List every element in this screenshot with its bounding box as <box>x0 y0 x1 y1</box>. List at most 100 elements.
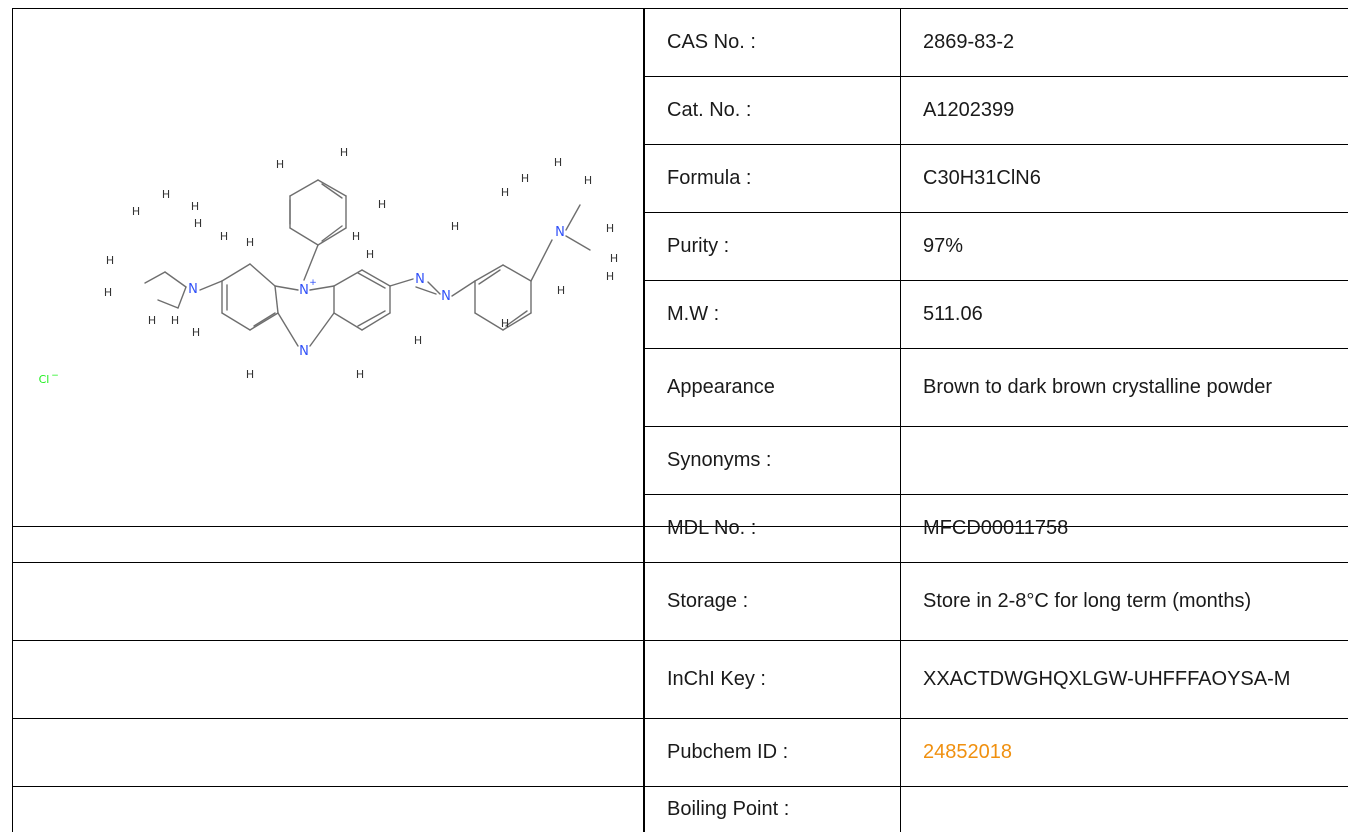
bond-line <box>303 244 319 281</box>
bond-line <box>274 285 279 314</box>
row-divider <box>645 426 1348 427</box>
atom-h: H <box>366 248 374 261</box>
atom-h: H <box>171 314 179 327</box>
row-value: 97% <box>923 235 964 257</box>
row-value: Brown to dark brown crystalline powder <box>923 376 1273 398</box>
atom-h: H <box>246 236 254 249</box>
bond-line <box>565 235 591 251</box>
label-cell: CAS No. : <box>645 8 900 76</box>
value-cell: 511.06 <box>901 280 1348 348</box>
value-cell: XXACTDWGHQXLGW-UHFFFAOYSA-M <box>901 640 1348 718</box>
value-cell <box>901 786 1348 832</box>
row-value: Store in 2-8°C for long term (months) <box>923 590 1252 612</box>
bond-line <box>309 285 335 291</box>
row-divider <box>645 280 1348 281</box>
row-label: Pubchem ID : <box>667 741 789 763</box>
atom-h: H <box>276 158 284 171</box>
bond-line <box>333 312 363 331</box>
atom-h: H <box>356 368 364 381</box>
value-cell: Store in 2-8°C for long term (months) <box>901 562 1348 640</box>
bond-line <box>321 183 343 199</box>
atom-h: H <box>501 317 509 330</box>
value-cell: C30H31ClN6 <box>901 144 1348 212</box>
row-value: MFCD00011758 <box>923 517 1069 539</box>
atom-h: H <box>554 156 562 169</box>
label-cell: Pubchem ID : <box>645 718 900 786</box>
label-cell: MDL No. : <box>645 494 900 562</box>
row-divider <box>645 144 1348 145</box>
atom-h: H <box>606 222 614 235</box>
atom-n-right-amine: N <box>555 225 565 240</box>
atom-h: H <box>557 284 565 297</box>
label-cell: Storage : <box>645 562 900 640</box>
atom-h: H <box>451 220 459 233</box>
bond-line <box>474 264 504 282</box>
atom-h: H <box>192 326 200 339</box>
bond-line <box>357 272 386 289</box>
bond-line <box>289 227 319 246</box>
row-divider <box>12 786 1348 787</box>
value-cell: 97% <box>901 212 1348 280</box>
row-value: C30H31ClN6 <box>923 167 1041 189</box>
row-divider <box>645 348 1348 349</box>
bond-line <box>505 310 528 327</box>
row-value: 2869-83-2 <box>923 31 1015 53</box>
atom-h: H <box>132 205 140 218</box>
bond-line <box>478 269 501 285</box>
bond-line <box>221 263 251 282</box>
bond-line <box>199 280 223 291</box>
value-cell: 2869-83-2 <box>901 8 1348 76</box>
atom-h: H <box>352 230 360 243</box>
atom-h: H <box>246 368 254 381</box>
bond-line <box>451 280 476 297</box>
bond-line <box>361 269 391 287</box>
label-cell: Purity : <box>645 212 900 280</box>
atom-h: H <box>606 270 614 283</box>
atom-h: H <box>220 230 228 243</box>
bond-line <box>333 269 363 287</box>
atom-h: H <box>104 286 112 299</box>
value-cell: Brown to dark brown crystalline powder <box>901 348 1348 426</box>
atom-h: H <box>501 186 509 199</box>
table-border <box>12 8 1348 9</box>
label-cell: Cat. No. : <box>645 76 900 144</box>
value-cell: 24852018 <box>901 718 1348 786</box>
table-border <box>643 8 645 832</box>
value-cell: A1202399 <box>901 76 1348 144</box>
label-cell: Appearance <box>645 348 900 426</box>
row-label: Formula : <box>667 167 752 189</box>
bond-line <box>389 278 414 287</box>
chloride-charge: − <box>51 371 59 381</box>
row-label: Appearance <box>667 376 775 398</box>
row-label: Boiling Point : <box>667 798 790 820</box>
bond-line <box>415 286 437 295</box>
bond-line <box>144 271 166 284</box>
table-border <box>12 8 13 832</box>
bond-line <box>502 312 532 331</box>
row-value: XXACTDWGHQXLGW-UHFFFAOYSA-M <box>923 668 1291 690</box>
bond-line <box>164 271 187 288</box>
row-divider <box>12 718 1348 719</box>
label-cell: Synonyms : <box>645 426 900 494</box>
row-divider <box>645 76 1348 77</box>
atom-n-plus: N <box>299 283 309 298</box>
pubchem-id-link[interactable]: 24852018 <box>923 741 1012 763</box>
bond-line <box>321 225 343 242</box>
bond-line <box>565 204 581 231</box>
row-label: InChI Key : <box>667 668 766 690</box>
label-cell: M.W : <box>645 280 900 348</box>
bond-line <box>317 179 347 197</box>
atom-h: H <box>414 334 422 347</box>
atom-h: H <box>521 172 529 185</box>
row-value: 511.06 <box>923 303 983 325</box>
row-label: MDL No. : <box>667 517 757 539</box>
atom-n-azo-2: N <box>441 289 451 304</box>
row-label: M.W : <box>667 303 720 325</box>
bond-line <box>177 286 187 309</box>
atom-n-azo-1: N <box>415 272 425 287</box>
bond-line <box>253 312 276 327</box>
row-divider <box>12 526 1348 527</box>
value-cell <box>901 426 1348 494</box>
bond-line <box>427 281 441 295</box>
